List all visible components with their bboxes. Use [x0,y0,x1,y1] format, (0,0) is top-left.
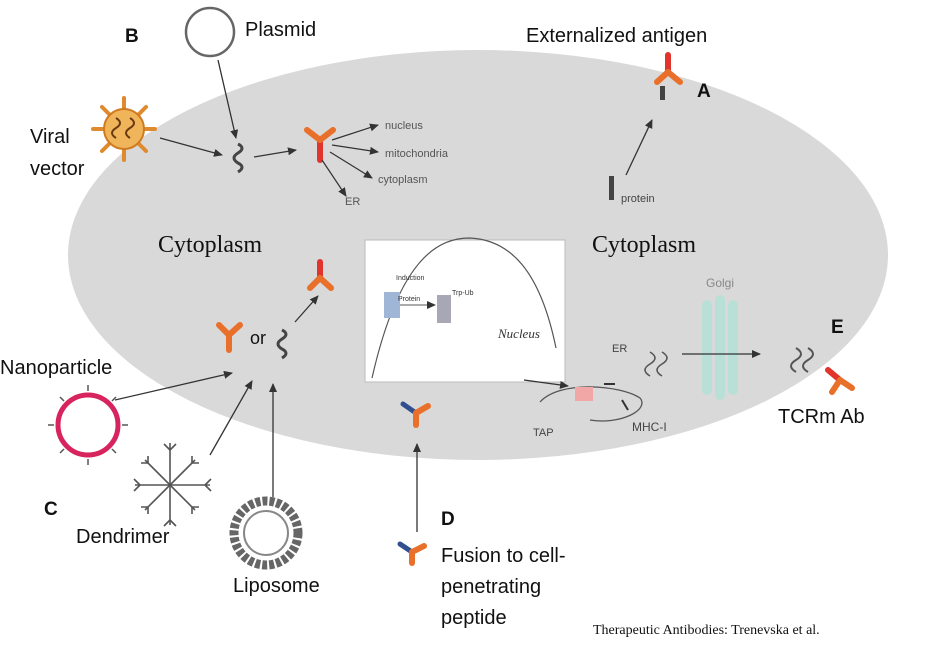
plasmid-label: Plasmid [245,19,316,41]
cytoplasm-left-label: Cytoplasm [158,232,262,258]
citation: Therapeutic Antibodies: Trenevska et al. [593,623,820,638]
cytoplasm-right-label: Cytoplasm [592,232,696,258]
viral-vector-label-line-1: Viral [30,126,70,148]
panel-letter-e: E [831,317,844,338]
plasmid-icon [184,6,236,58]
nucleus-label: Nucleus [497,326,540,341]
panel-letter-c: C [44,499,58,520]
viral-vector-label-line-2: vector [30,158,85,180]
panel-letter-a: A [697,81,711,102]
gene-squiggle-or-icon [276,328,288,360]
tap-label: TAP [533,427,554,439]
inset-label-protein: Protein [398,296,420,303]
target-label-cytoplasm: cytoplasm [378,174,428,186]
dendrimer-icon [133,443,212,527]
fusion-antibody-icon [397,541,427,566]
externalized-antigen-label: Externalized antigen [526,25,707,47]
er-mhc-pathway [539,351,668,422]
or-label: or [250,328,266,348]
fusion-label-line-3: peptide [441,607,507,629]
antibody-or-icon [216,322,243,353]
panel-letter-d: D [441,509,455,530]
internalized-fusion-antibody-icon [400,401,431,428]
target-label-mitochondria: mitochondria [385,148,449,160]
induction-marker [384,292,400,318]
gene-squiggle-icon [232,142,244,174]
antibody-cytoplasm-icon [307,259,334,291]
inset-label-trp-ub: Trp-Ub [452,290,474,297]
target-label-er: ER [345,196,360,208]
fusion-label-line-1: Fusion to cell- [441,545,566,567]
protein-label: protein [621,193,655,205]
golgi-label: Golgi [706,276,734,290]
panel-letter-b: B [125,26,139,47]
viral-vector-icon [91,96,157,162]
antibody-expressed-icon [304,127,336,163]
nucleus-inset: Induction Protein Trp-Ub Nucleus [364,237,566,383]
externalized-antibody-icon [654,52,683,100]
er-label: ER [612,343,627,355]
mhc-label: MHC-I [632,420,667,434]
inset-label-induction: Induction [396,275,425,282]
trp-ub-marker [437,295,451,323]
liposome-label: Liposome [233,575,320,597]
tcrm-ab-label: TCRm Ab [778,406,865,428]
golgi-icon [702,295,738,400]
protein-icon [609,176,614,200]
fusion-label-line-2: penetrating [441,576,541,598]
liposome-icon [229,496,303,570]
nanoparticle-icon [48,385,128,465]
target-label-nucleus: nucleus [385,120,423,132]
nanoparticle-label: Nanoparticle [0,357,112,379]
tcrm-ab-icon [790,347,855,395]
dendrimer-label: Dendrimer [76,526,170,548]
